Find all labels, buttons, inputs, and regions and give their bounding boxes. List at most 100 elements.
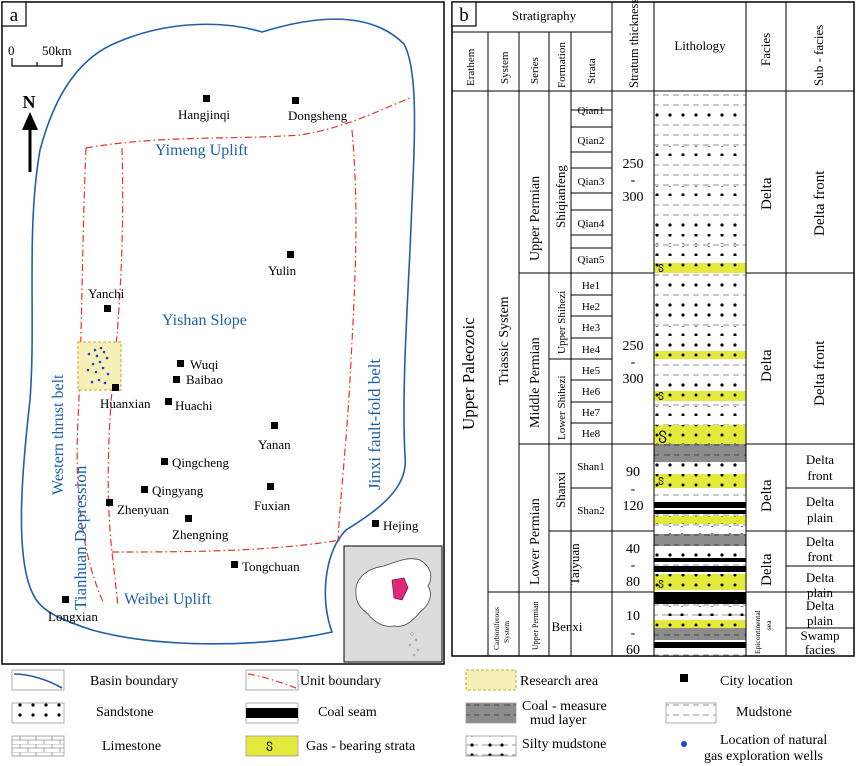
region-weibei: Weibei Uplift [124,591,212,608]
svg-text:60: 60 [626,643,640,658]
svg-text:300: 300 [623,372,644,387]
strata-shan2: Shan2 [577,505,605,517]
header-formation: Formation [556,42,568,88]
strata-he2: He2 [582,301,600,313]
system-triassic: Triassic System [497,296,512,385]
strata-qian4: Qian4 [578,218,605,230]
strata-he1: He1 [582,280,600,292]
series-middle: Middle Permian [528,337,543,428]
facies-4: Delta [759,553,775,586]
svg-text:120: 120 [623,499,644,514]
svg-text:90: 90 [626,465,640,480]
subfacies-2: Delta front [812,340,828,406]
svg-text:-: - [631,173,636,188]
series-small-upper: Upper Permian [531,601,540,650]
strata-qian3: Qian3 [578,176,605,188]
formation-benxi: Benxi [551,619,582,634]
formation-taiyuan: Taiyuan [567,543,582,585]
north-label: N [23,92,36,112]
gas-layer [654,351,746,359]
gas-layer [654,425,746,444]
header-facies: Facies [758,33,773,66]
legend-basin-label: Basin boundary [90,674,178,689]
facies-5b: sea [764,620,773,630]
svg-text:Delta: Delta [806,534,834,549]
svg-text:Fuxian: Fuxian [254,498,291,513]
legend-unit-label: Unit boundary [300,674,381,689]
legend-research-label: Research area [520,674,599,689]
strata-he8: He8 [582,428,601,440]
facies-5a: Epicontinental [753,610,762,654]
svg-text:Hangjinqi: Hangjinqi [178,107,230,122]
formation-shiqianfeng: Shiqianfeng [553,165,568,228]
svg-text:plain: plain [807,510,833,525]
city-zhengning: Zhengning [172,515,229,542]
panel-b-label: b [459,5,469,26]
legend-mudstone-label: Mudstone [736,705,792,720]
city-hejing: Hejing [372,518,419,533]
gas-layer [654,620,746,628]
region-yimeng: Yimeng Uplift [155,142,248,159]
svg-text:facies: facies [805,642,835,657]
city-hangjinqi: Hangjinqi [178,95,230,122]
city-huanxian: Huanxian [100,384,151,411]
svg-text:Qingcheng: Qingcheng [172,455,230,470]
legend-limestone-label: Limestone [102,739,161,754]
system-carboniferous-2: System [502,621,511,643]
scale-zero: 0 [8,43,15,58]
panel-a-map: a 0 50km N Yimeng Uplift [1,1,445,665]
header-erathem: Erathem [465,48,477,86]
city-qingyang: Qingyang [141,483,204,498]
header-subfacies: Sub - facies [811,25,826,86]
formation-shanxi: Shanxi [553,472,568,509]
svg-text:250: 250 [623,339,644,354]
strata-he7: He7 [582,407,601,419]
system-carboniferous-1: Carboniferous [492,607,501,650]
strata-he5: He5 [582,365,601,377]
svg-text:250: 250 [623,157,644,172]
facies-1: Delta [759,177,775,210]
panel-b-frame [451,1,855,657]
legend-city-label: City location [720,674,793,689]
svg-text:front: front [807,468,833,483]
exploration-wells [86,346,110,385]
inset-china-map [343,545,443,663]
svg-text:40: 40 [626,542,640,557]
legend: Basin boundary Unit boundary Research ar… [11,669,827,764]
city-yanan: Yanan [258,422,291,452]
svg-text:Zhenyuan: Zhenyuan [117,502,169,517]
gas-layer [654,574,746,590]
svg-text:ჽ: ჽ [658,476,664,488]
gas-layer [654,391,746,401]
gas-layer [654,516,746,524]
header-thickness: Stratum thickness /m [627,0,641,88]
svg-text:Tongchuan: Tongchuan [242,559,300,574]
strata-he6: He6 [582,386,601,398]
legend-coalmud-swatch [465,702,517,724]
strata-labels: Qian1 Qian2 Qian3 Qian4 Qian5 He1 He2 He… [577,105,605,517]
legend-wells-label-1: Location of natural [720,733,827,748]
panel-a-label: a [10,5,19,26]
erathem-label: Upper Paleozoic [459,317,478,430]
svg-text:10: 10 [626,609,640,624]
svg-text:Longxian: Longxian [48,609,98,624]
svg-text:Dongsheng: Dongsheng [288,108,348,123]
city-yanchi: Yanchi [88,286,125,312]
city-yulin: Yulin [268,251,297,278]
panel-a-label-box [1,1,27,27]
facies-3: Delta [759,479,775,512]
city-baibao: Baibao [173,372,223,387]
region-yishan: Yishan Slope [162,312,247,329]
city-fuxian: Fuxian [254,483,291,513]
strata-qian2: Qian2 [578,135,605,147]
series-upper: Upper Permian [528,176,543,261]
formation-upper-shihezi: Upper Shihezi [556,291,568,354]
svg-text:ჽ: ჽ [658,263,664,275]
svg-text:plain: plain [807,613,833,628]
svg-text:Delta: Delta [806,570,834,585]
svg-text:300: 300 [623,190,644,205]
svg-text:Delta: Delta [806,494,834,509]
region-jinxi: Jinxi fault-fold belt [365,358,384,490]
